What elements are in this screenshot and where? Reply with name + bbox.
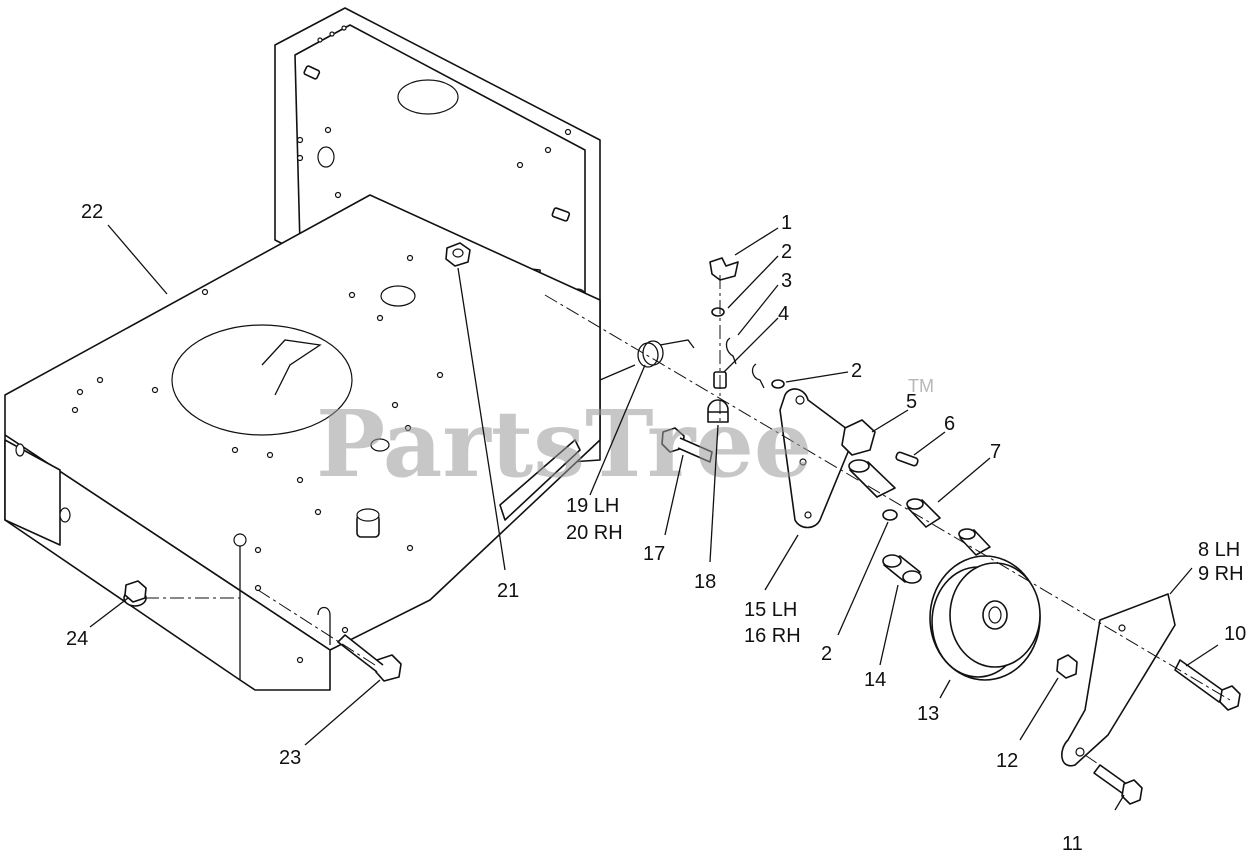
callout-5: 5 <box>906 391 917 413</box>
watermark-text: PartsTree <box>316 390 812 498</box>
callout-17: 17 <box>643 543 665 565</box>
bolt-23 <box>337 634 402 682</box>
spacer-7b <box>958 528 991 556</box>
callouts: 1 2 3 4 2 5 6 7 8 LH 9 RH 10 11 12 13 14… <box>66 201 1246 855</box>
callout-15-lh: 15 LH <box>744 599 797 621</box>
callout-8-lh: 8 LH <box>1198 539 1240 561</box>
callout-16-rh: 16 RH <box>744 625 801 647</box>
torsion-spring <box>599 339 695 381</box>
callout-6: 6 <box>944 413 955 435</box>
callout-21: 21 <box>497 580 519 602</box>
watermark: PartsTree TM <box>316 376 934 498</box>
watermark-trademark: TM <box>908 376 934 396</box>
flange-nut-21 <box>445 242 471 267</box>
bolt-10 <box>1174 659 1241 711</box>
washer-2b <box>771 379 785 389</box>
leader-lines <box>89 224 1219 811</box>
callout-20-rh: 20 RH <box>566 522 623 544</box>
nut-12 <box>1056 654 1078 679</box>
callout-9-rh: 9 RH <box>1198 563 1244 585</box>
callout-19-lh: 19 LH <box>566 495 619 517</box>
bolt-11 <box>1093 764 1143 805</box>
callout-1: 1 <box>781 212 792 234</box>
callout-13: 13 <box>917 703 939 725</box>
callout-12: 12 <box>996 750 1018 772</box>
pivot-block-18 <box>707 399 729 423</box>
callout-10: 10 <box>1224 623 1246 645</box>
shoulder-bolt-17 <box>661 427 713 463</box>
callout-7: 7 <box>990 441 1001 463</box>
spacer-block-5 <box>841 419 876 456</box>
wing-nut-1 <box>709 257 739 281</box>
callout-23: 23 <box>279 747 301 769</box>
idler-pulley-13 <box>929 555 1041 681</box>
washer-2a <box>711 307 725 317</box>
flange-nut-24 <box>123 580 147 607</box>
idler-arm <box>779 388 856 529</box>
hairpin-clip <box>751 363 765 389</box>
callout-22: 22 <box>81 201 103 223</box>
bushing-14 <box>882 554 922 584</box>
callout-2-washer-mid: 2 <box>851 360 862 382</box>
assembly-centerlines <box>145 275 1231 773</box>
callout-18: 18 <box>694 571 716 593</box>
callout-14: 14 <box>864 669 886 691</box>
spacer-7 <box>906 498 941 528</box>
base-plate <box>4 194 601 691</box>
callout-2-washer-low: 2 <box>821 643 832 665</box>
callout-24: 24 <box>66 628 88 650</box>
callout-11: 11 <box>1062 833 1083 855</box>
callout-4: 4 <box>778 303 789 325</box>
pin-6 <box>895 451 919 467</box>
pulley-bracket <box>1061 593 1176 767</box>
washer-2c <box>882 509 898 521</box>
callout-2-washer-top: 2 <box>781 241 792 263</box>
bushing-tube <box>848 459 896 498</box>
cotter-pin-3 <box>725 337 737 365</box>
callout-3: 3 <box>781 270 792 292</box>
